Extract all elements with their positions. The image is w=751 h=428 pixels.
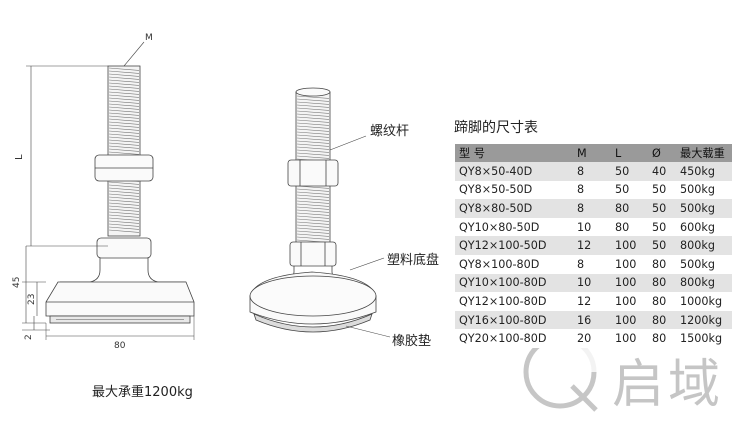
label-rubber-pad: 橡胶垫 xyxy=(392,334,432,349)
watermark-brand: 启域 xyxy=(612,355,725,415)
cell-max-load: 500kg xyxy=(680,180,732,200)
cell-l: 100 xyxy=(615,292,652,311)
header-model: 型 号 xyxy=(455,144,577,162)
header-diameter: Ø xyxy=(652,144,680,162)
base-leader-line xyxy=(349,257,385,271)
cell-l: 80 xyxy=(615,217,652,237)
dimension-2-label: 2 xyxy=(24,334,34,340)
rod-leader-line xyxy=(329,135,367,151)
cell-diameter: 80 xyxy=(652,329,680,348)
dimension-80-label: 80 xyxy=(114,341,126,351)
cell-max-load: 500kg xyxy=(680,199,732,218)
label-plastic-base: 塑料底盘 xyxy=(387,253,440,268)
cell-diameter: 80 xyxy=(652,292,680,311)
cell-max-load: 800kg xyxy=(680,236,732,255)
cell-model: QY12×100-80D xyxy=(455,292,577,311)
cell-diameter: 50 xyxy=(652,180,680,200)
cell-max-load: 500kg xyxy=(680,254,732,274)
header-max-load: 最大载重 xyxy=(680,144,732,162)
cell-m: 8 xyxy=(577,199,615,218)
size-table-header-row: 型 号 M L Ø 最大载重 xyxy=(455,144,732,162)
size-table-title: 蹄脚的尺寸表 xyxy=(454,120,538,136)
cell-model: QY20×100-80D xyxy=(455,329,577,348)
cell-max-load: 1500kg xyxy=(680,329,732,348)
cell-model: QY12×100-50D xyxy=(455,236,577,255)
dimension-45-label: 45 xyxy=(12,277,22,288)
cell-m: 8 xyxy=(577,254,615,274)
rubber-pad-3d xyxy=(253,313,373,333)
cell-m: 10 xyxy=(577,273,615,293)
dimension-l-label: L xyxy=(14,154,25,160)
watermark-text: 启域 xyxy=(516,332,732,424)
cell-m: 10 xyxy=(577,217,615,237)
cell-l: 100 xyxy=(615,310,652,330)
cell-diameter: 40 xyxy=(652,162,680,181)
lower-nut xyxy=(96,237,152,259)
cell-model: QY8×80-50D xyxy=(455,199,577,218)
cell-l: 100 xyxy=(615,329,652,348)
cell-diameter: 80 xyxy=(652,310,680,330)
cell-model: QY8×50-50D xyxy=(455,180,577,200)
max-load-caption: 最大承重1200kg xyxy=(92,385,193,400)
label-threaded-rod: 螺纹杆 xyxy=(370,124,410,139)
cell-l: 100 xyxy=(615,273,652,293)
cell-model: QY10×100-80D xyxy=(455,273,577,293)
base-disk-side xyxy=(45,281,195,317)
cell-l: 80 xyxy=(615,199,652,218)
cell-l: 100 xyxy=(615,236,652,255)
cell-model: QY16×100-80D xyxy=(455,310,577,330)
cell-diameter: 50 xyxy=(652,217,680,237)
upper-nut-3d xyxy=(287,159,339,187)
cell-max-load: 1200kg xyxy=(680,310,732,330)
cell-max-load: 1000kg xyxy=(680,292,732,311)
cell-l: 50 xyxy=(615,180,652,200)
header-l: L xyxy=(615,144,652,162)
pad-leader-line xyxy=(345,325,391,338)
threaded-rod-side xyxy=(107,65,141,237)
isometric-foot-drawing xyxy=(249,87,391,338)
cell-m: 16 xyxy=(577,310,615,330)
cell-diameter: 50 xyxy=(652,199,680,218)
dimensioned-foot-drawing xyxy=(22,41,195,340)
base-neck xyxy=(60,258,186,283)
cell-m: 8 xyxy=(577,162,615,181)
cell-m: 12 xyxy=(577,292,615,311)
plastic-base-3d xyxy=(249,271,377,325)
cell-model: QY8×100-80D xyxy=(455,254,577,274)
cell-diameter: 80 xyxy=(652,273,680,293)
cell-diameter: 80 xyxy=(652,254,680,274)
cell-m: 12 xyxy=(577,236,615,255)
cell-max-load: 450kg xyxy=(680,162,732,181)
lower-nut-3d xyxy=(289,241,337,267)
cell-diameter: 50 xyxy=(652,236,680,255)
cell-model: QY8×50-40D xyxy=(455,162,577,181)
cell-max-load: 600kg xyxy=(680,217,732,237)
thread-m-label: M xyxy=(145,33,153,43)
cell-l: 50 xyxy=(615,162,652,181)
cell-l: 100 xyxy=(615,254,652,274)
cell-m: 8 xyxy=(577,180,615,200)
cell-max-load: 800kg xyxy=(680,273,732,293)
dimension-23-label: 23 xyxy=(27,294,37,305)
cell-m: 20 xyxy=(577,329,615,348)
cell-model: QY10×80-50D xyxy=(455,217,577,237)
header-m: M xyxy=(577,144,615,162)
